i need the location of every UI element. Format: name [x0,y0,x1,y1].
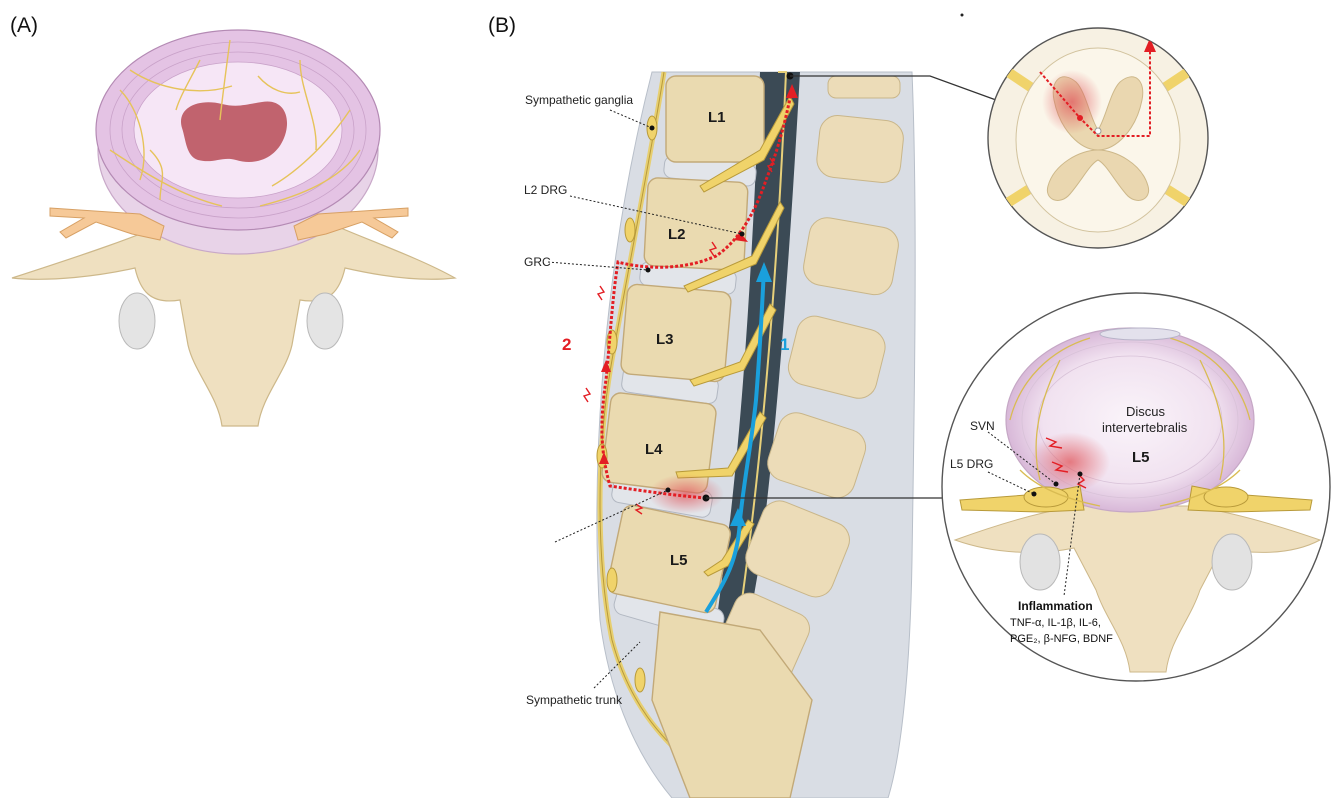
panel-a-label: (A) [10,14,38,37]
facet-right [307,293,343,349]
inflammation-list-line2: PGE₂, β-NFG, BDNF [1010,633,1113,645]
panel-a-vertebra-illustration [12,30,455,426]
sagittal-spine-illustration: L1 L2 L3 L4 L5 [562,72,915,798]
stray-dot [961,14,964,17]
disc-level-label: L5 [1132,449,1150,466]
vertebra-label-l3: L3 [656,331,674,348]
pathway-1-number: 1 [780,335,789,354]
panel-b-label: (B) [488,14,516,37]
vertebra-label-l1: L1 [708,109,726,126]
nucleus-pulposus [181,101,287,161]
inflammation-title: Inflammation [1018,599,1093,613]
facet-left [119,293,155,349]
label-sympathetic-ganglia: Sympathetic ganglia [525,93,633,107]
pathway-2-number: 2 [562,335,571,354]
disc-inset: Discus intervertebralis L5 SVN L5 DRG In… [942,293,1330,681]
vertebra-label-l4: L4 [645,441,663,458]
label-grc: GRC [524,255,551,269]
disc-text-line1: Discus [1126,404,1166,419]
label-svn: SVN [970,419,995,433]
vertebra-label-l2: L2 [668,226,686,243]
label-l5-drg: L5 DRG [950,457,993,471]
disc-text-line2: intervertebralis [1102,420,1188,435]
inflammation-list-line1: TNF-α, IL-1β, IL-6, [1010,617,1101,629]
spinal-cord-inset [988,28,1208,248]
label-l2-drg: L2 DRG [524,183,567,197]
vertebra-label-l5: L5 [670,552,688,569]
label-sympathetic-trunk: Sympathetic trunk [526,693,623,707]
